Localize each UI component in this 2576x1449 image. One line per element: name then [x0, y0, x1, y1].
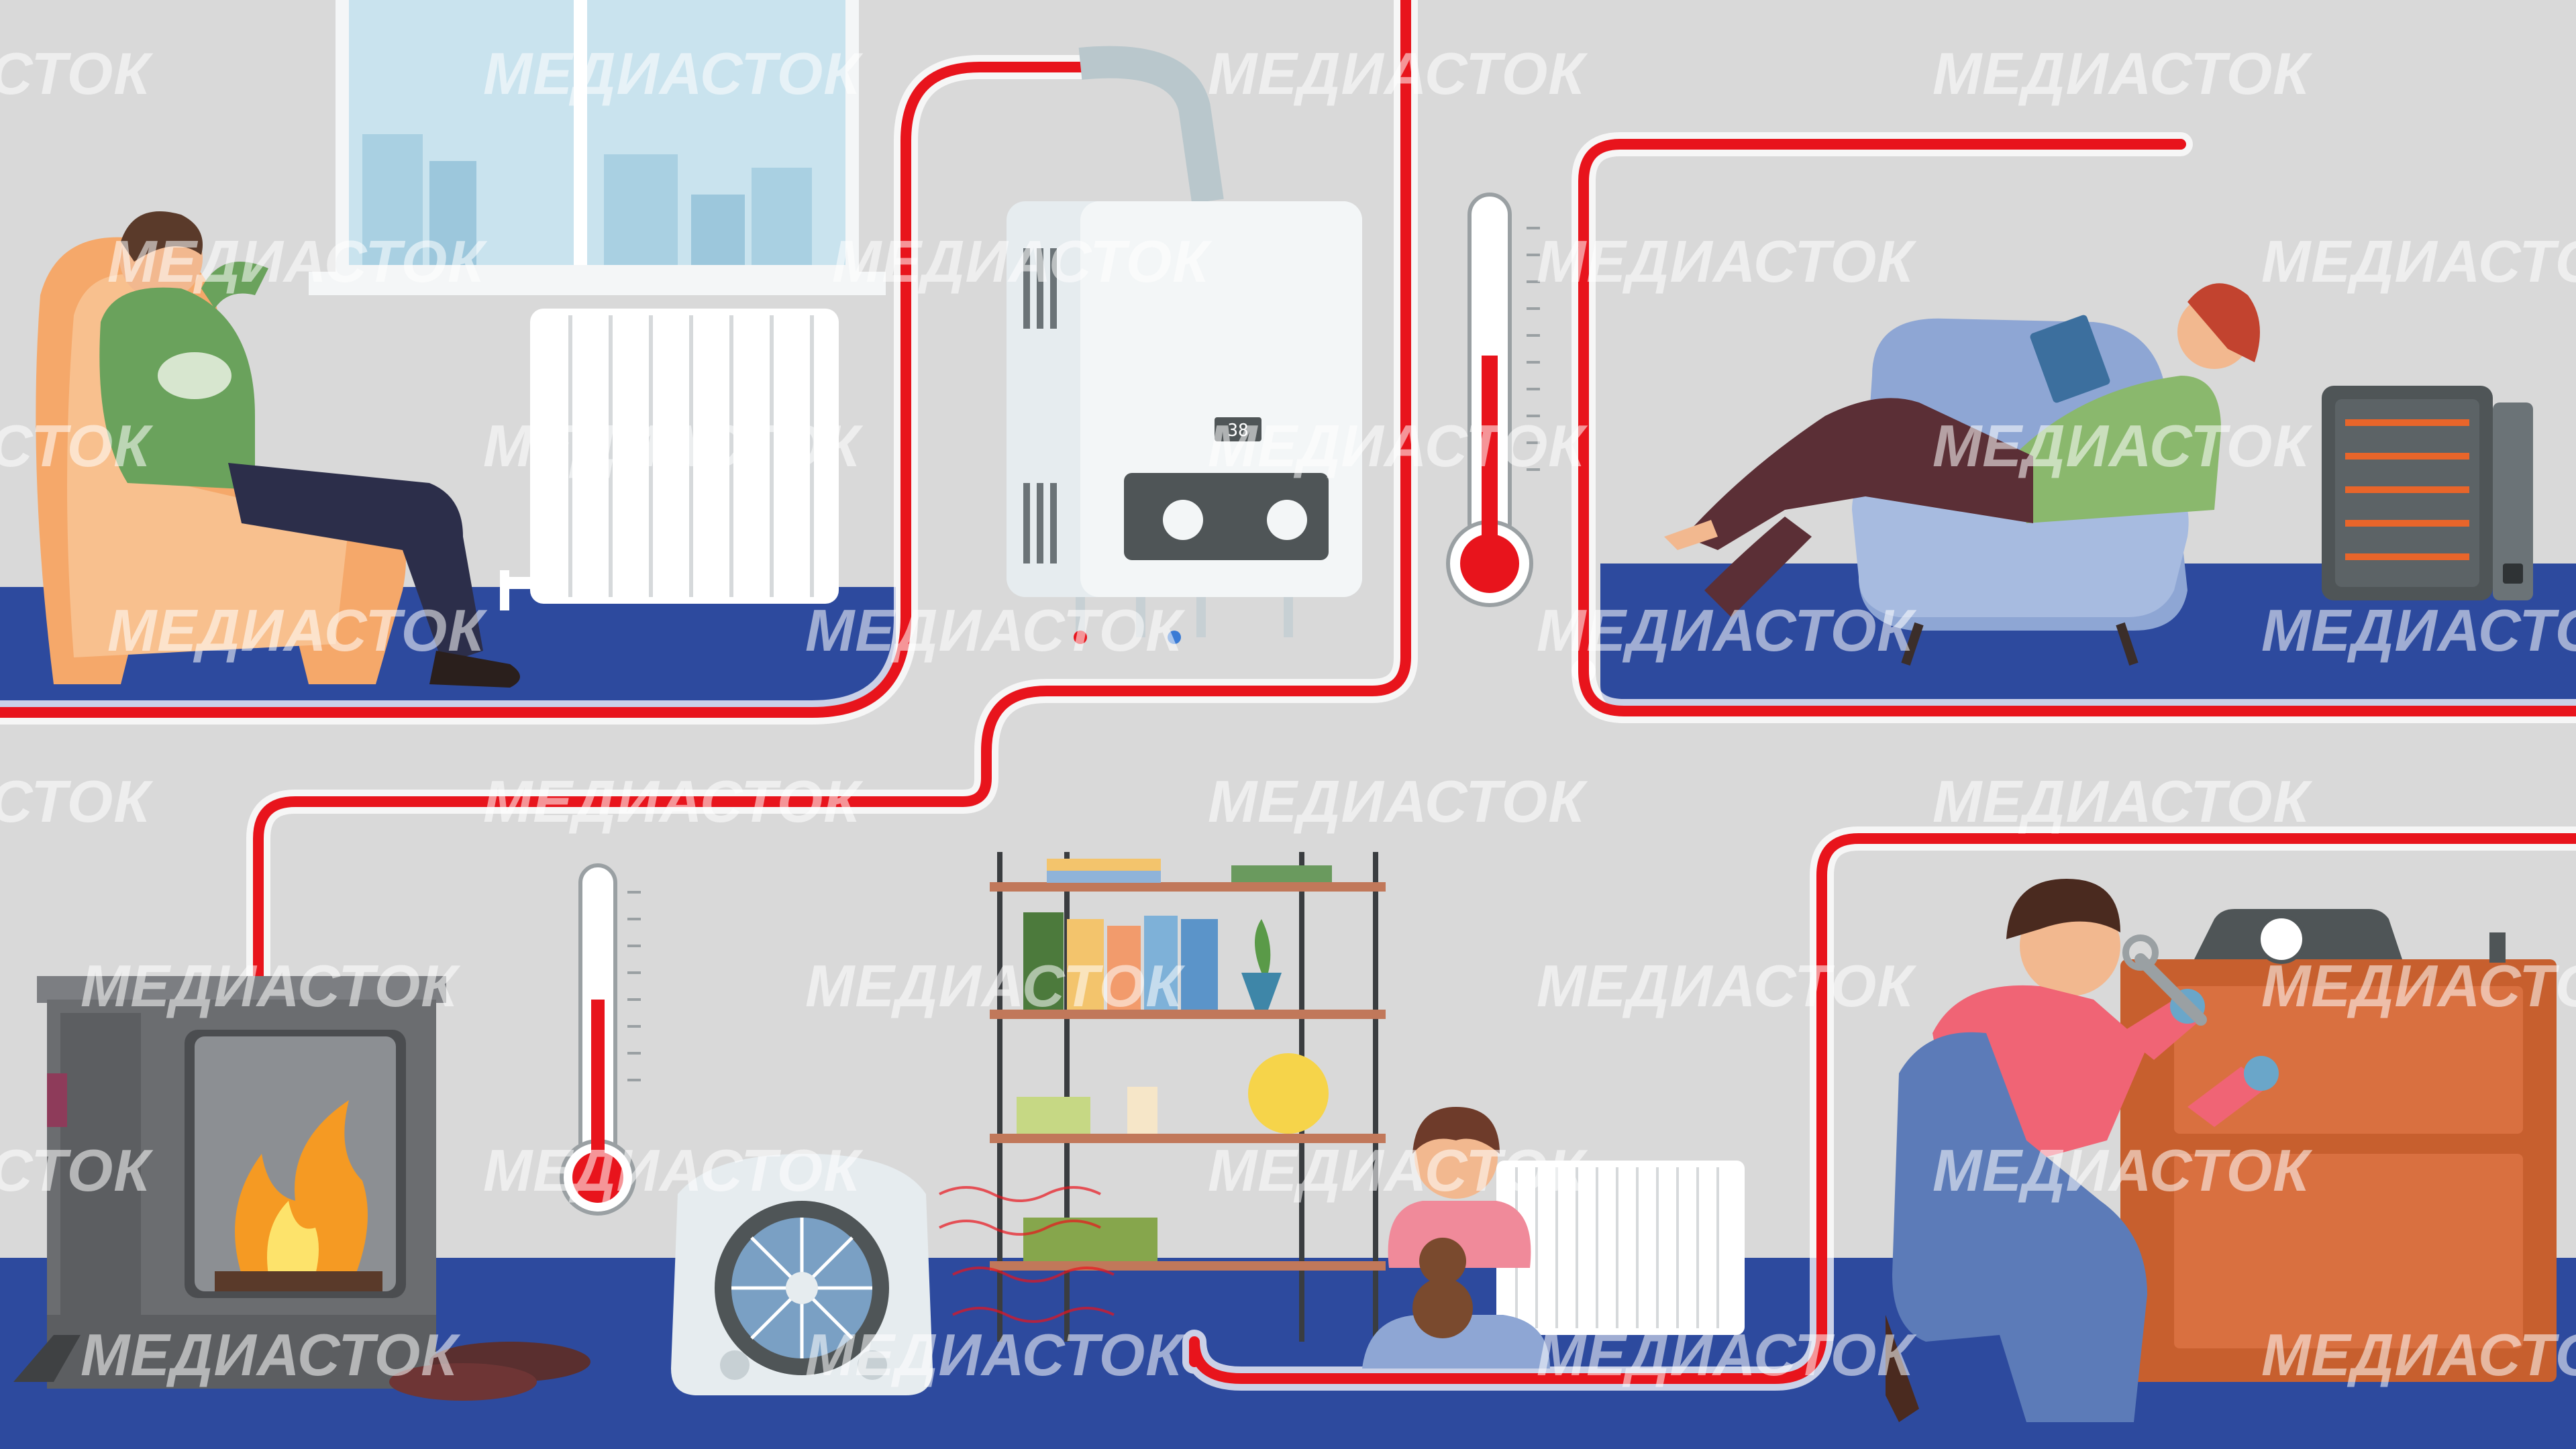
man-relaxing-icon [99, 211, 520, 688]
watermark: МЕДИАСТОК [1537, 228, 1917, 294]
thermometer-icon [1446, 193, 1540, 607]
heat-waves-icon [939, 1186, 1115, 1323]
watermark: МЕДИАСТОК [1933, 768, 2313, 835]
gas-boiler-icon: 38 [1007, 46, 1362, 644]
watermark: МЕДИАСТОК [81, 1322, 461, 1388]
watermark: МЕДИАСТОК [1537, 953, 1917, 1019]
watermark: СТОК [0, 413, 154, 479]
watermark: МЕДИАСТОК [483, 413, 864, 479]
watermark: СТОК [0, 768, 154, 835]
plumber-icon [1886, 879, 2279, 1422]
wrench-icon [2122, 934, 2207, 1026]
watermark: МЕДИАСТОК [805, 1322, 1186, 1388]
watermark: МЕДИАСТОК [483, 768, 864, 835]
fireplace-icon [13, 976, 446, 1389]
watermark: МЕДИАСТОК [805, 597, 1186, 663]
watermark: МЕДИАСТОК [2261, 953, 2576, 1019]
heating-pipes [0, 0, 2576, 1391]
watermark: МЕДИАСТОК [805, 953, 1186, 1019]
boiler-temperature-display: 38 [1227, 421, 1248, 441]
watermark: МЕДИАСТОК [81, 953, 461, 1019]
solid-fuel-boiler-icon [2120, 909, 2557, 1382]
watermark: МЕДИАСТОК [1933, 40, 2313, 107]
radiator-icon [500, 309, 839, 610]
watermark: МЕДИАСТОК [1537, 597, 1917, 663]
watermark: СТОК [0, 40, 154, 107]
thermometer-icon [560, 863, 641, 1216]
watermark: МЕДИАСТОК [2261, 228, 2576, 294]
watermark: МЕДИАСТОК [1537, 1322, 1917, 1388]
watermark: МЕДИАСТОК [1208, 1137, 1588, 1203]
watermark: МЕДИАСТОК [107, 228, 488, 294]
woman-reading-icon [1664, 283, 2260, 617]
watermark: МЕДИАСТОК [2261, 1322, 2576, 1388]
watermark: МЕДИАСТОК [2261, 597, 2576, 663]
watermark: МЕДИАСТОК [483, 1137, 864, 1203]
watermark: МЕДИАСТОК [832, 228, 1213, 294]
watermark: МЕДИАСТОК [1933, 1137, 2313, 1203]
bookshelf-icon [990, 852, 1386, 1342]
floor-room-top-right [1600, 564, 2576, 711]
radiator-icon [1496, 1161, 1745, 1335]
watermark: МЕДИАСТОК [1208, 413, 1588, 479]
firewood-icon [389, 1342, 590, 1401]
window-icon [309, 0, 886, 295]
watermark: МЕДИАСТОК [1933, 413, 2313, 479]
watermark: СТОК [0, 1137, 154, 1203]
child-with-teddy-icon [1362, 1107, 1550, 1368]
infrared-heater-icon [2322, 386, 2533, 600]
watermark: МЕДИАСТОК [1208, 40, 1588, 107]
watermark: МЕДИАСТОК [1208, 768, 1588, 835]
watermark: МЕДИАСТОК [483, 40, 864, 107]
fan-heater-icon [671, 1154, 933, 1395]
watermarks: СТОК МЕДИАСТОК МЕДИАСТОК МЕДИАСТОК МЕДИА… [0, 40, 2576, 1388]
watermark: МЕДИАСТОК [107, 597, 488, 663]
